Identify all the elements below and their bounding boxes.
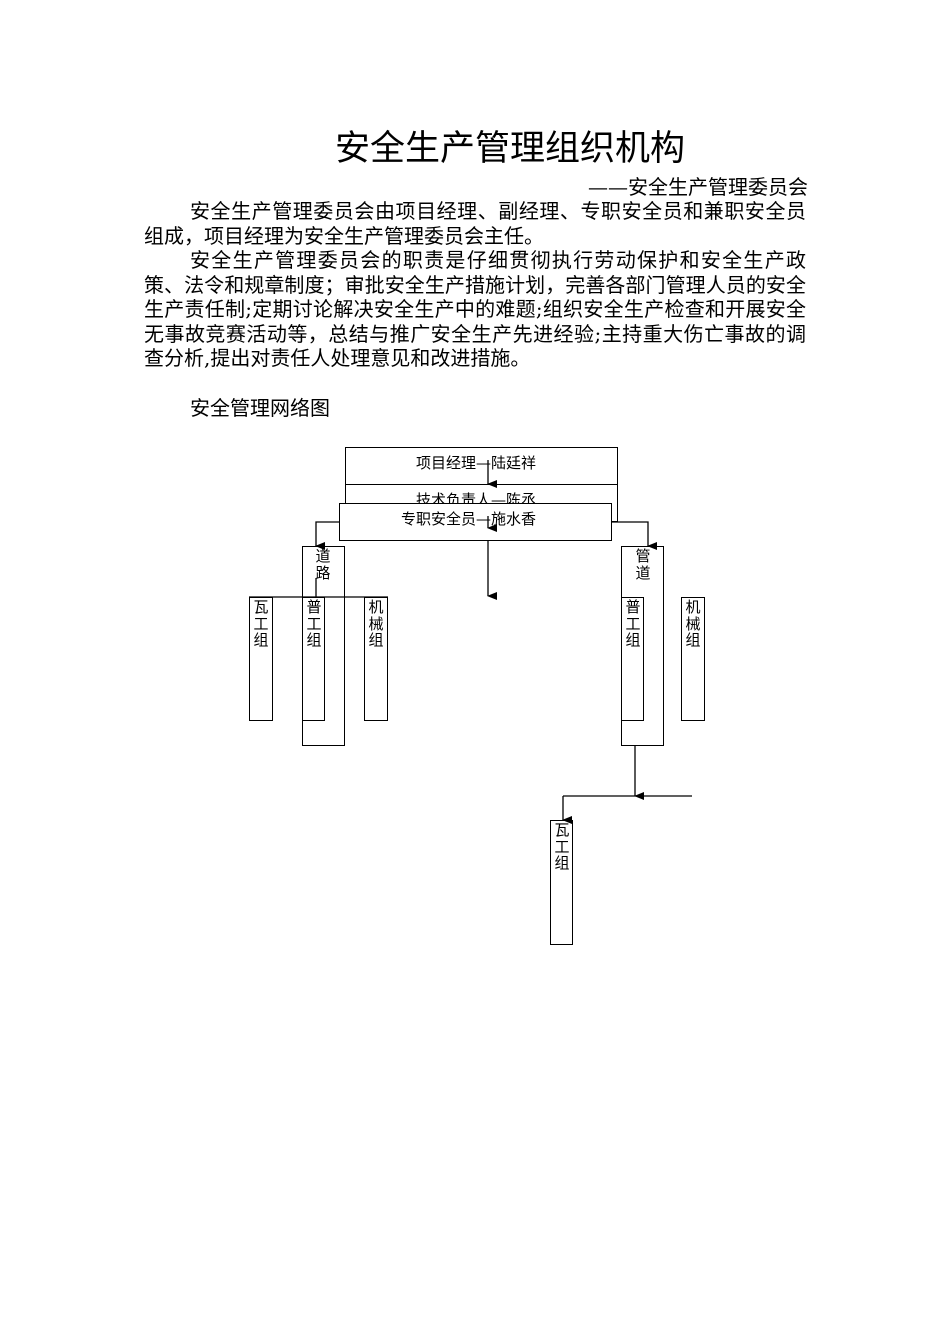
pipe-labor-team-label: 普工组 (625, 598, 641, 649)
road-machine-team-box (364, 597, 388, 721)
document-title: 安全生产管理组织机构 (334, 129, 685, 169)
paragraph-diagram-caption: 安全管理网络图 (190, 396, 330, 420)
paragraph-composition: 安全生产管理委员会由项目经理、副经理、专职安全员和兼职安全员组成，项目经理为安全… (144, 199, 806, 248)
road-tile-team-box (249, 597, 273, 721)
pipe-machine-team-label: 机械组 (685, 598, 701, 649)
pipe-tile-team-box (550, 820, 573, 945)
road-labor-team-label: 普工组 (306, 598, 322, 649)
arrow-to-pipeline (612, 521, 657, 550)
document-subtitle: ——安全生产管理委员会 (588, 175, 808, 199)
road-machine-team-label: 机械组 (368, 598, 384, 649)
safety-officer-label: 专职安全员—施水香 (401, 510, 537, 528)
manager-box (345, 447, 618, 485)
manager-label: 项目经理—陆廷祥 (416, 454, 537, 472)
pipeline-label: 管道 (635, 547, 651, 582)
safety-officer-box (339, 503, 612, 541)
pipe-labor-team-box (621, 597, 644, 721)
road-label: 道路 (315, 547, 331, 582)
road-tile-team-label: 瓦工组 (253, 598, 269, 649)
arrow-to-road (315, 521, 339, 550)
pipe-machine-team-box (681, 597, 705, 721)
paragraph-duties: 安全生产管理委员会的职责是仔细贯彻执行劳动保护和安全生产政策、法令和规章制度；审… (144, 248, 806, 370)
pipe-tile-team-label: 瓦工组 (554, 821, 570, 872)
